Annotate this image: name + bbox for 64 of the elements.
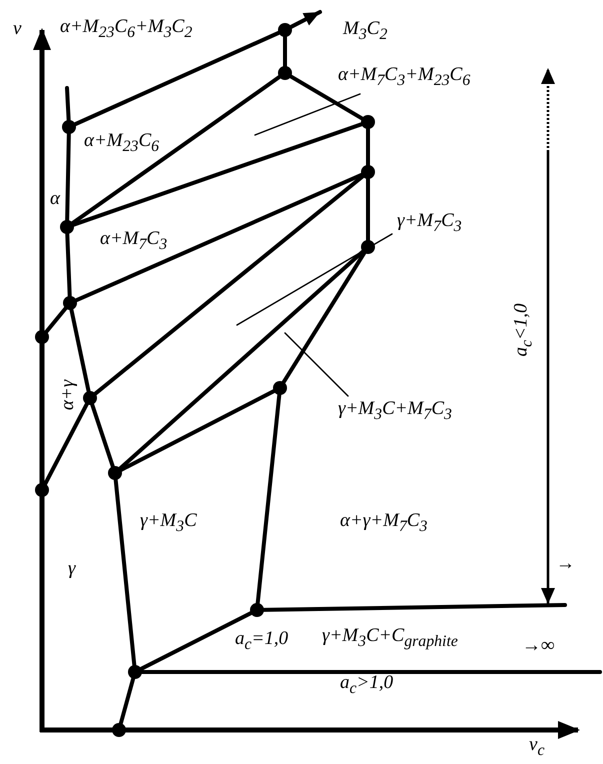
- phase-boundary: [256, 392, 282, 606]
- phase-point: [63, 296, 77, 310]
- phase-point: [112, 723, 126, 737]
- phase-point: [278, 66, 292, 80]
- phase-boundary: [69, 308, 91, 394]
- boundary-label: a$_{c}$=1,0: [235, 628, 288, 654]
- phase-point: [35, 483, 49, 497]
- phase-boundary: [43, 402, 89, 486]
- region-label: α+M$_{23}$C$_{6}$+M$_{3}$C$_{2}$: [60, 16, 192, 42]
- region-label: γ+M$_{3}$C+M$_{7}$C$_{3}$: [338, 398, 452, 424]
- phase-boundary: [72, 122, 364, 227]
- phase-point: [361, 115, 375, 129]
- phase-boundary: [74, 172, 364, 302]
- phase-point: [60, 220, 74, 234]
- phase-boundary: [366, 177, 370, 242]
- arrow-symbol: →: [556, 553, 575, 575]
- phase-boundary: [140, 670, 602, 674]
- region-label: γ+M$_{7}$C$_{3}$: [397, 210, 462, 236]
- phase-point: [35, 330, 49, 344]
- phase-point: [250, 603, 264, 617]
- phase-boundary: [262, 603, 567, 612]
- axis-label: ν$_{c}$: [529, 734, 544, 760]
- phase-boundary: [366, 127, 370, 167]
- region-label: α+γ+M$_{7}$C$_{3}$: [340, 510, 428, 536]
- region-label: α+M$_{23}$C$_{6}$: [84, 130, 160, 156]
- phase-boundary: [65, 232, 72, 298]
- region-label: γ: [68, 558, 76, 580]
- region-label: γ+M$_{3}$C+C$_{graphite}$: [322, 625, 458, 651]
- phase-boundary: [119, 389, 276, 472]
- phase-boundary: [289, 74, 364, 120]
- leader-line: [254, 93, 361, 136]
- phase-point: [361, 165, 375, 179]
- region-label: M$_{3}$C$_{2}$: [343, 18, 388, 44]
- region-label: γ+M$_{3}$C: [140, 510, 197, 536]
- phase-point: [62, 120, 76, 134]
- phase-boundary: [118, 250, 365, 470]
- axis-label: ν: [13, 18, 22, 40]
- phase-boundary: [114, 478, 136, 668]
- phase-point: [273, 381, 287, 395]
- leader-line: [284, 332, 349, 397]
- phase-boundary: [93, 174, 365, 396]
- leader-line: [236, 233, 393, 326]
- phase-point: [83, 391, 97, 405]
- arrow-symbol: →∞: [522, 635, 555, 657]
- phase-boundary: [70, 75, 282, 225]
- phase-boundary: [139, 611, 253, 671]
- phase-boundary: [73, 30, 281, 126]
- region-label: α+M$_{7}$C$_{3}$+M$_{23}$C$_{6}$: [338, 64, 470, 90]
- phase-boundary: [65, 86, 71, 122]
- region-label: a$_{c}$>1,0: [340, 672, 394, 698]
- phase-boundary: [282, 250, 366, 384]
- phase-point: [108, 466, 122, 480]
- phase-boundary: [44, 306, 68, 334]
- phase-point: [278, 23, 292, 37]
- region-label: α: [50, 188, 60, 210]
- phase-boundary: [118, 676, 136, 726]
- phase-point: [128, 665, 142, 679]
- region-label: α+M$_{7}$C$_{3}$: [100, 228, 168, 254]
- phase-point: [361, 240, 375, 254]
- region-label: α+γ: [57, 380, 80, 410]
- phase-boundary: [289, 10, 322, 29]
- phase-boundary: [283, 35, 287, 68]
- phase-boundary: [90, 402, 115, 468]
- phase-boundary: [65, 132, 71, 222]
